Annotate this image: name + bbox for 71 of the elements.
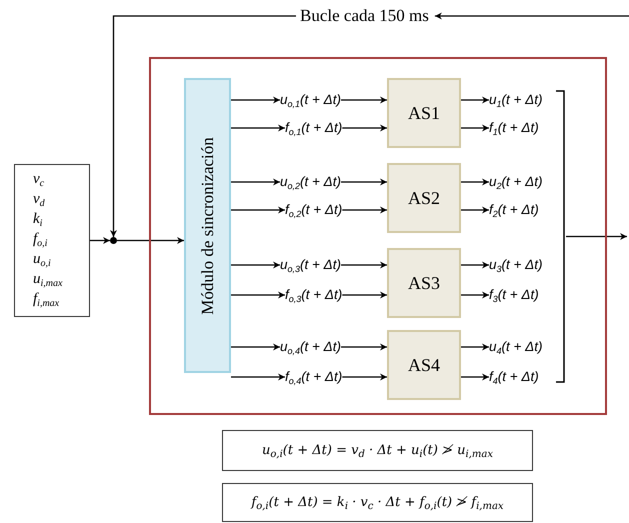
arrow [342, 124, 387, 132]
arrow [566, 233, 627, 240]
variable-label: u$_{o,i}$ [33, 250, 52, 269]
arrow [434, 12, 629, 20]
arrow [231, 206, 285, 214]
arrow [342, 374, 387, 380]
process-label: AS4 [408, 354, 440, 376]
variable-label: v$_{c}$ [33, 170, 46, 189]
signal-label: u$_{o,1}$(t + Δt) [280, 91, 341, 109]
arrow [231, 344, 280, 350]
arrow [231, 262, 280, 268]
arrow [461, 124, 489, 132]
signal-label: u$_{o,3}$(t + Δt) [280, 256, 341, 274]
variable-label: f$_{i,max}$ [33, 290, 60, 309]
signal-label: f$_{o,3}$(t + Δt) [285, 286, 342, 304]
arrow [231, 124, 285, 132]
signal-label: u$_{1}$(t + Δt) [489, 91, 542, 109]
signal-label: f$_{3}$(t + Δt) [489, 286, 539, 304]
arrow [340, 96, 387, 104]
signal-label: u$_{3}$(t + Δt) [489, 256, 542, 274]
arrow [461, 178, 489, 186]
arrow [461, 344, 489, 350]
signal-label: f$_{o,2}$(t + Δt) [285, 201, 342, 219]
arrow [340, 262, 387, 268]
arrow [340, 178, 387, 186]
module-label: Módulo de sincronización [198, 136, 218, 314]
variable-label: k$_{i}$ [33, 210, 44, 229]
arrow [90, 237, 110, 244]
arrow [461, 262, 489, 268]
signal-label: f$_{o,4}$(t + Δt) [285, 368, 342, 386]
arrow [117, 237, 184, 244]
arrow [461, 96, 489, 104]
input-variables-box [14, 164, 90, 317]
arrow [461, 292, 489, 298]
signal-label: f$_{2}$(t + Δt) [489, 201, 539, 219]
arrow [340, 344, 387, 350]
equation-text: f$_{o,i}$(t + Δt) = k$_{i}$ · v$_{c}$ · Δt + f$_{o,i}$(t) ≯ f$_{i,max}$ [251, 495, 504, 510]
arrow [461, 206, 489, 214]
variable-label: f$_{o,i}$ [33, 230, 48, 249]
process-box [387, 248, 461, 318]
arrow [231, 178, 280, 186]
bracket [556, 90, 566, 383]
arrow [342, 292, 387, 298]
process-label: AS3 [408, 272, 440, 294]
system-frame [149, 57, 607, 415]
loop-label: Bucle cada 150 ms [296, 5, 433, 27]
process-label: AS2 [408, 188, 440, 208]
equation-box [222, 430, 533, 471]
process-box [387, 78, 461, 148]
process-label: AS1 [408, 102, 440, 124]
arrow [110, 15, 296, 237]
process-box [387, 330, 461, 400]
signal-label: f$_{1}$(t + Δt) [489, 119, 539, 137]
equation-box [222, 483, 533, 522]
equation-text: u$_{o,i}$(t + Δt) = v$_{d}$ · Δt + u$_{i}$(t) ≯ u$_{i,max}$ [262, 443, 493, 458]
arrow [342, 206, 387, 214]
junction-dot [110, 237, 117, 244]
arrow [231, 96, 280, 104]
arrow [231, 292, 285, 298]
variable-label: u$_{i,max}$ [33, 270, 64, 289]
process-box [387, 163, 461, 233]
signal-label: u$_{2}$(t + Δt) [489, 173, 542, 191]
signal-label: u$_{o,2}$(t + Δt) [280, 173, 341, 191]
signal-label: f$_{4}$(t + Δt) [489, 368, 539, 386]
signal-label: f$_{o,1}$(t + Δt) [285, 119, 342, 137]
signal-label: u$_{o,4}$(t + Δt) [280, 338, 341, 356]
signal-label: u$_{4}$(t + Δt) [489, 338, 542, 356]
variable-label: v$_{d}$ [33, 190, 46, 209]
arrow [231, 374, 285, 380]
sync-module-box [184, 78, 231, 373]
arrow [461, 374, 489, 380]
